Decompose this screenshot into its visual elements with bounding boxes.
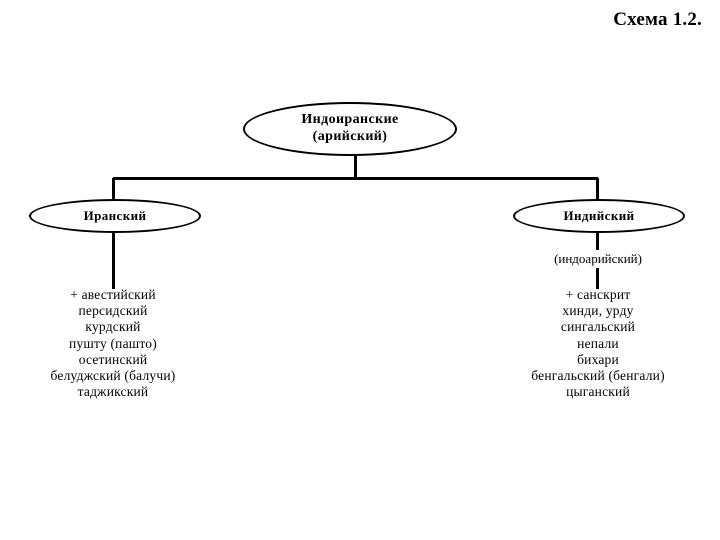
node-indo-iranian-label: Индоиранские xyxy=(301,112,399,128)
node-indian[interactable]: Индийский xyxy=(513,199,685,233)
list-item: хинди, урду xyxy=(562,303,634,319)
list-item: осетинский xyxy=(78,351,148,367)
language-list-indian: + санскрит хинди, урду сингальский непал… xyxy=(498,287,698,400)
slide-title: Схема 1.2. xyxy=(613,9,702,30)
list-item: курдский xyxy=(85,319,141,335)
list-item: + авестийский xyxy=(70,287,156,302)
node-indian-label: Индийский xyxy=(563,208,635,224)
list-item: персидский xyxy=(78,303,148,319)
node-indian-subcaption: (индоарийский) xyxy=(498,250,698,268)
list-item: пушту (пашто) xyxy=(69,335,157,351)
list-item: сингальский xyxy=(560,319,636,335)
node-iranian-label: Иранский xyxy=(83,208,147,224)
node-iranian[interactable]: Иранский xyxy=(29,199,201,233)
list-item: бенгальский (бенгали) xyxy=(531,368,665,384)
language-list-iranian: + авестийский персидский курдский пушту … xyxy=(13,287,213,400)
list-item: непали xyxy=(577,335,619,351)
list-item: бихари xyxy=(577,351,619,367)
list-item: таджикский xyxy=(77,384,149,400)
list-item: + санскрит xyxy=(565,287,631,302)
list-item: цыганский xyxy=(566,384,630,400)
node-indo-iranian[interactable]: Индоиранские (арийский) xyxy=(243,102,457,156)
node-indo-iranian-sublabel: (арийский) xyxy=(312,129,388,144)
list-item: белуджский (балучи) xyxy=(50,368,176,384)
